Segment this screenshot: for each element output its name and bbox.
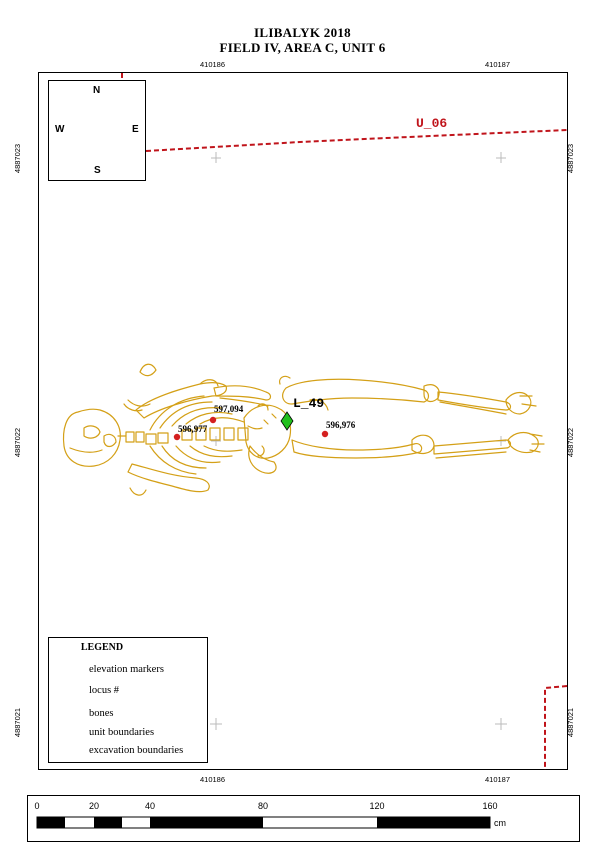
legend-item-elevation-markers: elevation markers <box>89 664 164 675</box>
unit-boundary <box>121 73 568 770</box>
skeleton <box>62 363 545 496</box>
compass-box: N S E W <box>48 80 146 181</box>
legend-item-excavation-boundaries: excavation boundaries <box>89 745 184 756</box>
map-subtitle: FIELD IV, AREA C, UNIT 6 <box>219 40 386 55</box>
scale-tick-0: 0 <box>34 801 40 811</box>
knee-lower <box>411 434 435 455</box>
skull-jaw <box>103 433 117 448</box>
elevation-marker-596977 <box>173 433 181 441</box>
skull-detail <box>69 447 103 453</box>
map-title: ILIBALYK 2018 <box>254 25 351 40</box>
femur-upper <box>282 378 430 405</box>
scale-tick-120: 120 <box>369 801 385 811</box>
compass-west: W <box>55 124 65 135</box>
legend-item-unit-boundaries: unit boundaries <box>89 727 155 738</box>
femur-lower <box>291 439 423 459</box>
knee-upper <box>423 384 440 403</box>
scale-bar-box <box>27 795 580 842</box>
humerus-lower <box>127 463 210 493</box>
hand-bones <box>257 403 277 457</box>
locus-marker <box>280 411 294 431</box>
elevation-label-596976: 596,976 <box>326 420 356 430</box>
elevation-marker-596976 <box>321 430 329 438</box>
foot-lower <box>507 431 545 454</box>
scale-unit: cm <box>494 818 506 828</box>
scale-tick-160: 160 <box>482 801 498 811</box>
legend-item-locus: locus # <box>89 685 120 696</box>
grid-label-x-top-left: 410186 <box>200 60 226 69</box>
compass-south: S <box>94 165 101 176</box>
legend-title: LEGEND <box>80 642 124 653</box>
skull <box>62 408 121 467</box>
clavicle <box>123 399 151 412</box>
foot-upper <box>505 391 537 415</box>
grid-crosses <box>210 152 507 730</box>
legend: LEGEND elevation markers locus # bones u… <box>48 637 208 763</box>
grid-label-x-bottom-left: 410186 <box>200 775 226 784</box>
cervical-vertebrae <box>117 431 145 443</box>
grid-label-x-bottom-right: 410187 <box>485 775 511 784</box>
pelvis-left <box>243 404 292 459</box>
skull-orbit <box>83 425 101 439</box>
compass-north: N <box>93 85 101 96</box>
compass-east: E <box>132 124 139 135</box>
tibia-lower <box>433 439 512 459</box>
legend-item-bones: bones <box>89 708 114 719</box>
scale-tick-80: 80 <box>257 801 269 811</box>
femur-head-upper <box>279 375 291 385</box>
elevation-label-597094: 597,094 <box>214 404 244 414</box>
elevation-markers <box>173 416 329 441</box>
scapula-upper <box>139 363 219 387</box>
scale-bar <box>36 816 491 829</box>
elevation-label-596977: 596,977 <box>178 424 208 434</box>
spine <box>145 427 249 445</box>
locus-label: L_49 <box>293 396 325 411</box>
scale-tick-40: 40 <box>144 801 156 811</box>
scapula-lower <box>129 487 147 496</box>
pelvis-right <box>248 445 277 474</box>
map-frame <box>38 72 568 770</box>
bone-fragment <box>309 398 329 411</box>
unit-label: U_06 <box>416 116 448 131</box>
tibia-upper <box>437 391 512 415</box>
forearm-upper <box>213 385 272 407</box>
scale-tick-20: 20 <box>88 801 100 811</box>
ribs-lower <box>149 445 243 475</box>
sacrum <box>247 425 263 430</box>
elevation-marker-597094 <box>209 416 217 424</box>
grid-label-x-top-right: 410187 <box>485 60 511 69</box>
